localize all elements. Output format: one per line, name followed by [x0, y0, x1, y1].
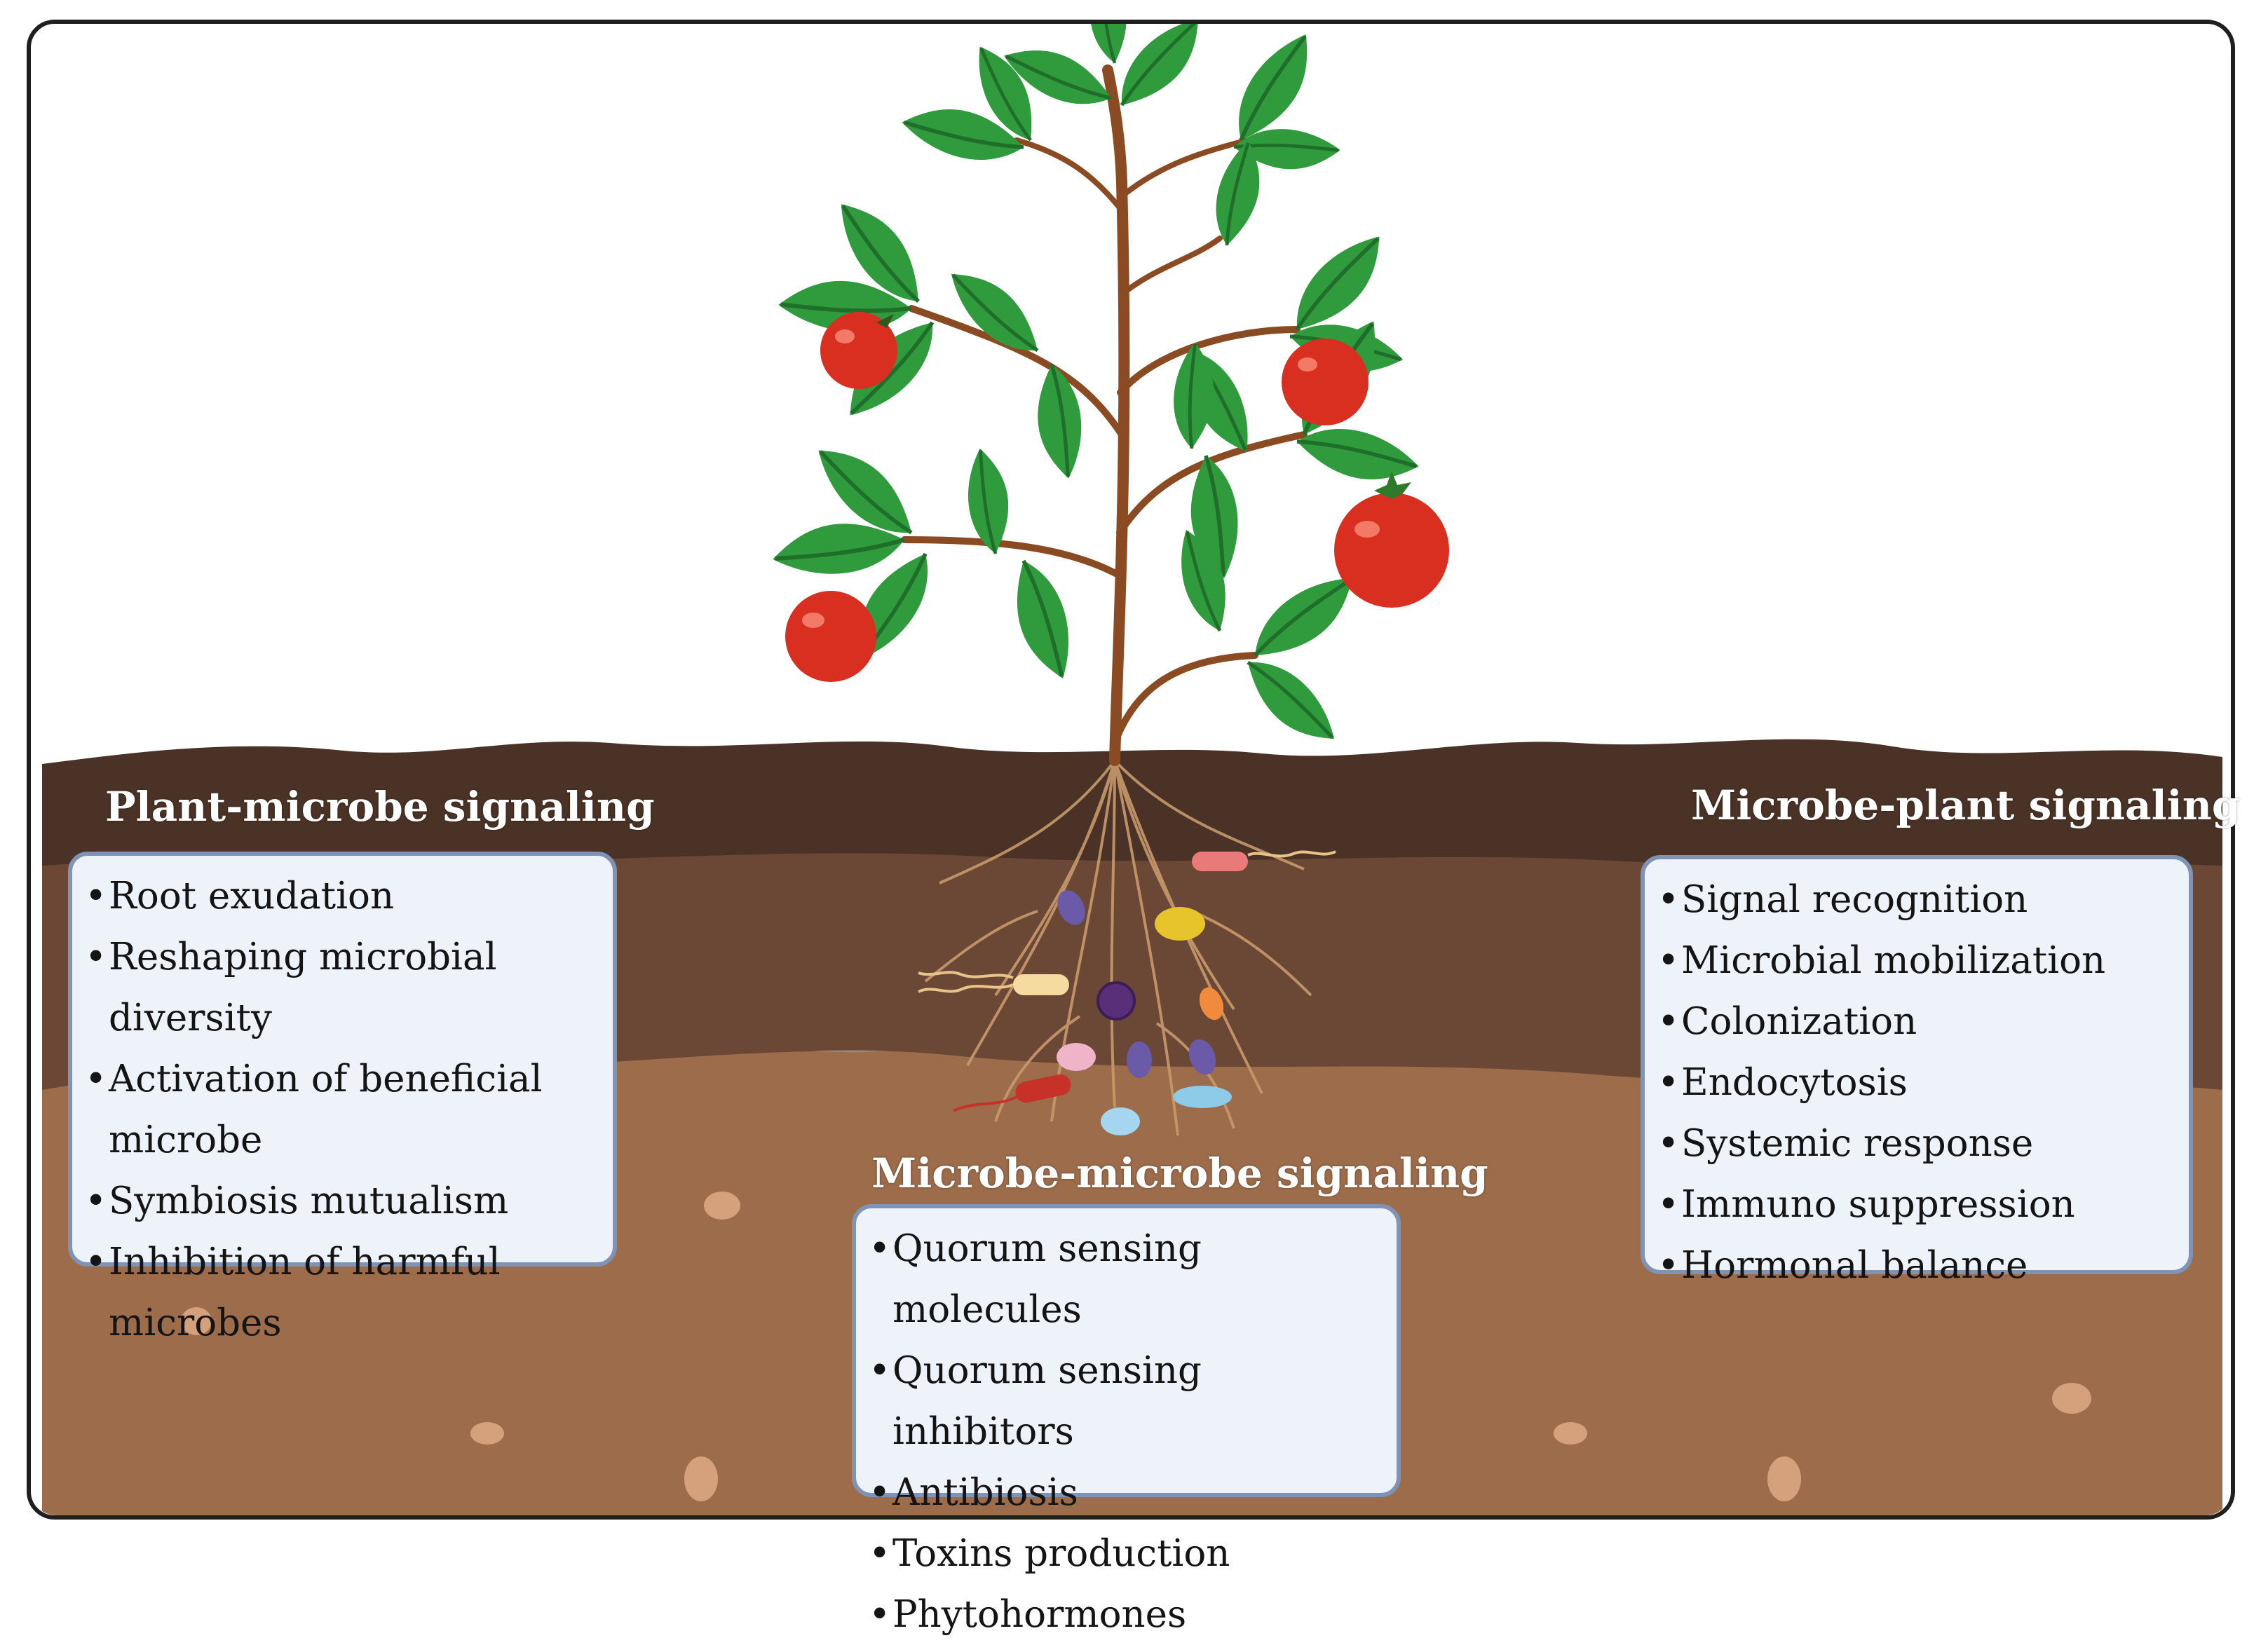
- list-item: Quorum sensing inhibitors: [866, 1340, 1383, 1462]
- microbe-light-blue-1: [1173, 1086, 1232, 1108]
- microbe-pink: [1057, 1043, 1096, 1071]
- microbe-cream-rod: [1013, 974, 1069, 995]
- microbe-pink-rod: [1192, 852, 1248, 871]
- plant-microbe-box: Root exudation Reshaping microbial diver…: [68, 852, 617, 1344]
- list-item: Inhibition of harmful microbes: [82, 1231, 599, 1353]
- microbe-purple-3: [1188, 1039, 1216, 1075]
- list-item: Root exudation: [82, 866, 599, 927]
- list-item: Antibiosis: [866, 1462, 1383, 1523]
- microbe-purple-1: [1057, 890, 1085, 925]
- microbe-plant-heading: Microbe-plant signaling: [1691, 781, 2241, 829]
- tomato-fruit-2: [1282, 339, 1369, 425]
- list-item: Endocytosis: [1655, 1052, 2175, 1113]
- list-item: Signal recognition: [1655, 869, 2175, 930]
- microbe-red-rod: [1015, 1074, 1071, 1103]
- tomato-fruit-4: [785, 591, 876, 682]
- microbe-microbe-box: Quorum sensing molecules Quorum sensing …: [852, 1204, 1401, 1645]
- list-item: Microbial mobilization: [1655, 930, 2175, 991]
- microbe-cells: [918, 850, 1336, 1135]
- soil-top-layer: [42, 739, 2222, 866]
- microbe-purple-2: [1127, 1042, 1152, 1078]
- plant-microbe-heading: Plant-microbe signaling: [105, 783, 655, 831]
- microbe-yellow: [1155, 907, 1205, 941]
- list-item: Immuno suppression: [1655, 1174, 2175, 1235]
- list-item: Phytohormones: [866, 1584, 1383, 1645]
- tomato-plant: [772, 0, 1449, 766]
- list-item: Colonization: [1655, 991, 2175, 1052]
- list-item: Quorum sensing molecules: [866, 1218, 1383, 1340]
- microbe-microbe-heading: Microbe-microbe signaling: [871, 1149, 1488, 1197]
- list-item: Toxins production: [866, 1523, 1383, 1584]
- microbe-plant-box: Signal recognition Microbial mobilizatio…: [1641, 855, 2193, 1296]
- list-item: Hormonal balance: [1655, 1235, 2175, 1296]
- microbe-light-blue-2: [1101, 1107, 1140, 1135]
- microbe-orange: [1199, 987, 1224, 1021]
- microbe-microbe-list: Quorum sensing molecules Quorum sensing …: [866, 1218, 1383, 1645]
- list-item: Symbiosis mutualism: [82, 1170, 599, 1231]
- tomato-fruits: [785, 312, 1449, 682]
- list-item: Systemic response: [1655, 1113, 2175, 1174]
- microbe-plant-list: Signal recognition Microbial mobilizatio…: [1655, 869, 2175, 1296]
- plant-microbe-list: Root exudation Reshaping microbial diver…: [82, 866, 599, 1353]
- list-item: Reshaping microbial diversity: [82, 927, 599, 1049]
- microbe-dark-purple: [1096, 981, 1136, 1021]
- tomato-fruit-3: [1334, 493, 1449, 608]
- list-item: Activation of beneficial microbe: [82, 1049, 599, 1170]
